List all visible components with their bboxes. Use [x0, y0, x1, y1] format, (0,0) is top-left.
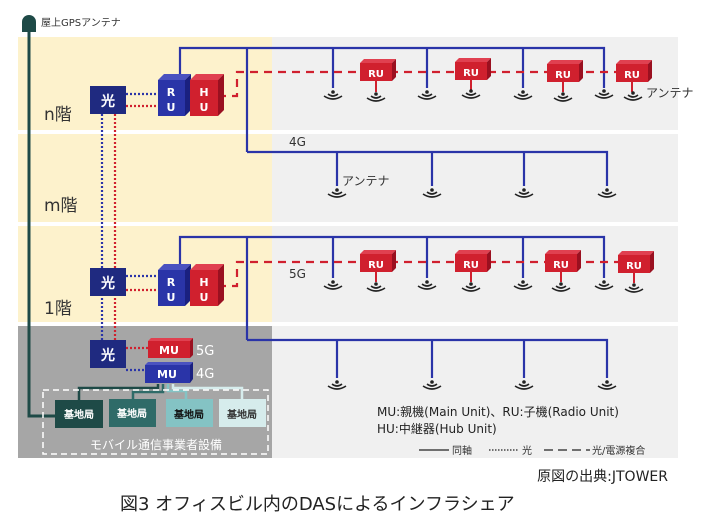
figure-title: 図3 オフィスビル内のDASによるインフラシェア: [120, 494, 515, 515]
base-station: [55, 400, 103, 428]
mu-5g: [148, 341, 190, 358]
svg-text:4G: 4G: [196, 367, 214, 382]
svg-text:RU: RU: [555, 70, 571, 81]
svg-text:U: U: [200, 291, 209, 304]
optical-unit: [90, 268, 126, 296]
gps-antenna-label: 屋上GPSアンテナ: [41, 17, 121, 29]
antenna-label: アンテナ: [646, 86, 694, 100]
remote-ru: RU: [455, 250, 491, 272]
mu-4g: [145, 365, 190, 383]
floor-label-m: m階: [44, 196, 78, 216]
floor-label-1: 1階: [44, 299, 72, 319]
remote-ru: RU: [545, 250, 581, 272]
hu-unit: [190, 80, 218, 116]
svg-text:MU: MU: [159, 344, 179, 357]
svg-text:R: R: [167, 276, 176, 289]
operator-equipment: 光 MU MU 5G 4G 基地局 基地局 基地局 基地局 モバイル通信事業者設…: [42, 338, 269, 455]
svg-text:MU:親機(Main Unit)、RU:子機(Radio U: MU:親機(Main Unit)、RU:子機(Radio Unit): [377, 404, 619, 419]
svg-text:光: 光: [100, 275, 115, 292]
svg-text:5G: 5G: [196, 344, 214, 359]
svg-text:U: U: [200, 101, 209, 114]
ru-unit: [158, 80, 185, 116]
remote-ru: RU: [618, 251, 654, 273]
svg-text:RU: RU: [463, 260, 479, 271]
floor-label-n: n階: [44, 105, 72, 125]
svg-text:光: 光: [100, 347, 115, 364]
base-station: [166, 399, 213, 427]
antenna-label: アンテナ: [342, 174, 390, 188]
svg-text:光/電源複合: 光/電源複合: [592, 444, 645, 457]
ru-unit: [158, 270, 185, 306]
svg-text:R: R: [167, 86, 176, 99]
optical-unit: [90, 340, 126, 368]
gps-antenna: 屋上GPSアンテナ: [22, 15, 121, 418]
source-credit: 原図の出典:JTOWER: [537, 469, 668, 485]
gps-antenna-icon: [22, 15, 36, 32]
remote-ru: RU: [360, 250, 396, 272]
svg-text:RU: RU: [463, 68, 479, 79]
legend: MU:親機(Main Unit)、RU:子機(Radio Unit) HU:中継…: [377, 404, 645, 457]
svg-text:RU: RU: [368, 69, 384, 80]
svg-text:光: 光: [522, 444, 532, 457]
floor-n-equipment: 光 R U H U RU RU RU RU: [90, 46, 694, 198]
svg-text:光: 光: [100, 93, 115, 110]
remote-ru: RU: [360, 59, 396, 81]
svg-text:基地局: 基地局: [63, 408, 94, 421]
svg-text:MU: MU: [157, 368, 177, 381]
svg-text:基地局: 基地局: [173, 408, 204, 421]
svg-text:RU: RU: [553, 260, 569, 271]
band-label-4g: 4G: [289, 135, 306, 149]
svg-text:H: H: [199, 86, 208, 99]
svg-text:U: U: [167, 291, 176, 304]
hu-unit: [190, 270, 218, 306]
remote-ru: RU: [547, 60, 583, 82]
svg-text:H: H: [199, 276, 208, 289]
svg-text:RU: RU: [624, 70, 640, 81]
svg-text:基地局: 基地局: [116, 407, 147, 420]
svg-text:同軸: 同軸: [452, 444, 472, 457]
optical-unit: [90, 86, 126, 114]
svg-text:HU:中継器(Hub Unit): HU:中継器(Hub Unit): [377, 421, 497, 436]
svg-text:RU: RU: [368, 260, 384, 271]
base-station: [109, 399, 156, 427]
remote-ru: RU: [616, 60, 652, 82]
svg-text:基地局: 基地局: [226, 408, 257, 421]
remote-ru: RU: [455, 58, 491, 80]
floor-1-equipment: 光 R U H U RU RU RU RU 5G: [90, 235, 654, 390]
band-label-5g: 5G: [289, 267, 306, 281]
floor-rows: [18, 37, 678, 458]
svg-text:U: U: [167, 101, 176, 114]
operator-equipment-label: モバイル通信事業者設備: [90, 437, 222, 452]
svg-text:RU: RU: [626, 261, 642, 272]
base-station: [219, 399, 266, 427]
